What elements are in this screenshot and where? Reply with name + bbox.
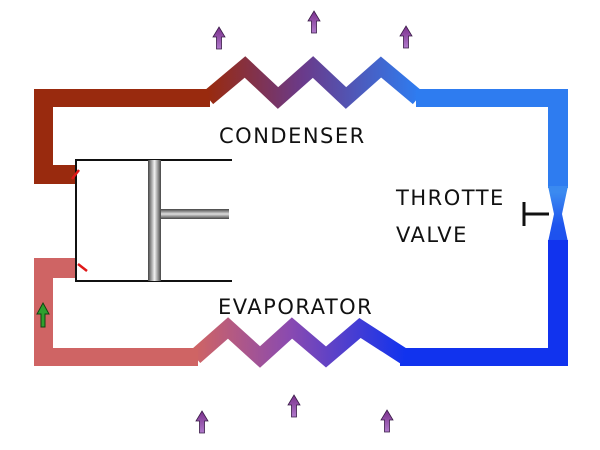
- up-arrow-icon: [212, 26, 226, 50]
- condenser-outlet-line: [416, 89, 568, 188]
- valve-symbol-icon: [522, 202, 549, 226]
- evaporator-coil: [189, 317, 410, 368]
- compressor: [71, 159, 232, 282]
- up-arrow-icon: [287, 394, 301, 418]
- up-arrow-icon: [399, 25, 413, 49]
- heat-in-arrows: [195, 394, 394, 434]
- piston-head: [148, 160, 161, 281]
- suction-valve: [77, 263, 88, 272]
- heat-out-arrows: [212, 10, 413, 50]
- discharge-valve: [71, 169, 80, 180]
- flow-arrow-icon: [36, 301, 50, 328]
- expansion-line: [400, 240, 568, 366]
- condenser-label: CONDENSER: [219, 124, 366, 148]
- up-arrow-icon: [307, 10, 321, 34]
- discharge-line: [34, 89, 210, 184]
- up-arrow-icon: [380, 409, 394, 433]
- up-arrow-icon: [195, 410, 209, 434]
- throttle-valve-label-line1: THROTTE: [395, 186, 505, 210]
- throttle-valve-body: [548, 186, 568, 242]
- evaporator-label: EVAPORATOR: [218, 295, 373, 319]
- throttle-valve-label-line2: VALVE: [396, 223, 468, 247]
- condenser-coil: [202, 56, 424, 109]
- piston-rod: [161, 209, 229, 219]
- suction-line: [34, 258, 198, 366]
